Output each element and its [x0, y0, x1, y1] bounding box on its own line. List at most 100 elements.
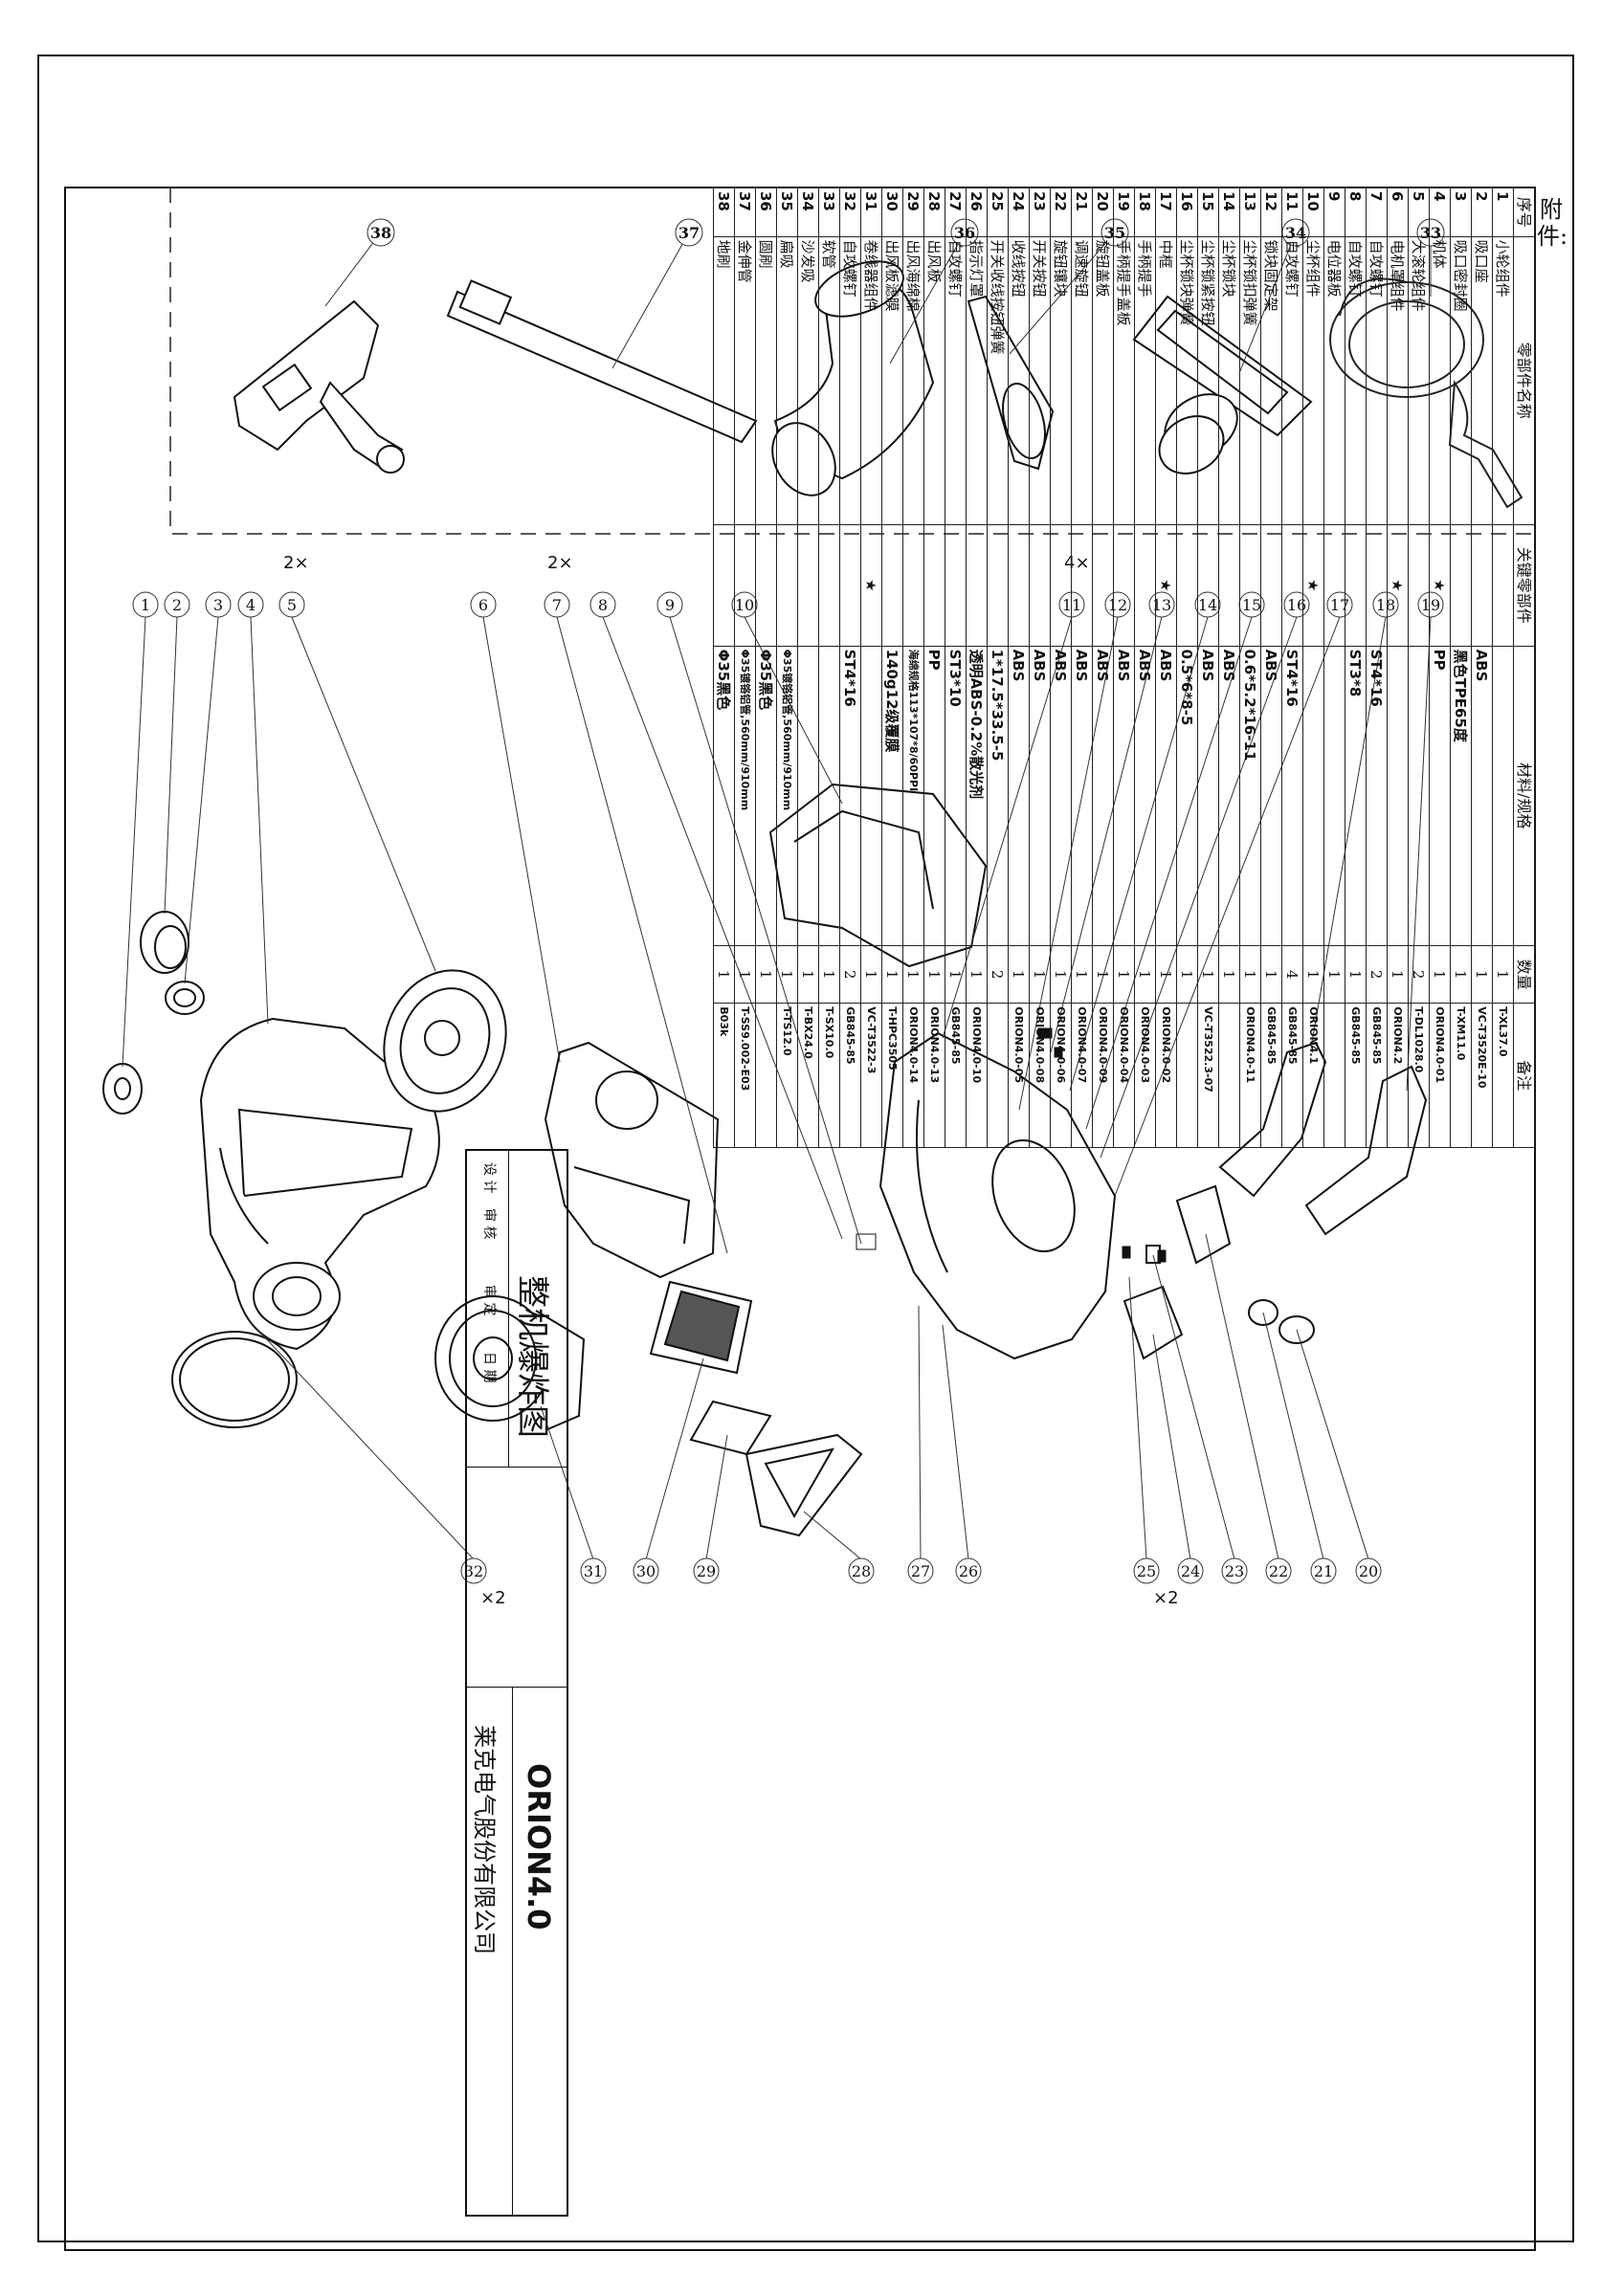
svg-text:3: 3	[213, 596, 223, 614]
bom-cell: 1	[1492, 945, 1514, 1004]
svg-text:4: 4	[246, 596, 256, 614]
bom-cell: 1	[1492, 188, 1514, 237]
leader-lines	[122, 232, 1432, 1560]
bom-cell: 7	[1366, 188, 1388, 237]
bom-cell: 出风板滤膜	[881, 236, 903, 525]
bom-cell	[966, 524, 988, 647]
bom-cell	[797, 524, 819, 647]
bom-header-cell: 关键零部件	[1513, 524, 1535, 647]
callout-7: 7	[544, 591, 570, 618]
bom-cell: 黑色TPE65度	[1450, 646, 1472, 946]
svg-text:34: 34	[1285, 224, 1306, 242]
svg-text:7: 7	[552, 596, 562, 614]
bom-cell	[1492, 646, 1514, 946]
part-6-motor-cover	[544, 1041, 720, 1279]
part-33-hose	[1329, 277, 1523, 509]
callout-15: 15	[1238, 591, 1265, 618]
bom-cell: ST4*16	[1281, 646, 1303, 946]
bom-cell: 1	[818, 945, 840, 1004]
svg-text:30: 30	[636, 1562, 656, 1580]
bom-cell: 13	[1239, 188, 1261, 237]
callout-36: 36	[950, 218, 979, 247]
bom-cell: 2	[1408, 945, 1430, 1004]
bom-cell: 12	[1260, 188, 1282, 237]
svg-text:12: 12	[1108, 596, 1127, 614]
bom-cell: ORION4.2	[1387, 1003, 1409, 1148]
bom-cell: ORION4.0-05	[1008, 1003, 1030, 1148]
bom-cell	[1218, 1003, 1240, 1148]
bom-cell: 1	[1008, 945, 1030, 1004]
multiplier-25: ×2	[1153, 1588, 1179, 1608]
callout-19: 19	[1417, 591, 1444, 618]
bom-cell: 出风板	[923, 236, 945, 525]
multiplier-5: 2×	[283, 553, 309, 573]
part-19-handle-cover	[1304, 1065, 1428, 1236]
bom-cell: T-TS12.0	[776, 1003, 798, 1148]
bom-cell: 软管	[818, 236, 840, 525]
bom-cell: 手柄提手盖板	[1113, 236, 1135, 525]
bom-cell: 自攻螺钉	[1345, 236, 1367, 525]
bom-cell: T-XL37.0	[1492, 1003, 1514, 1148]
callout-8: 8	[589, 591, 616, 618]
bom-cell: 尘杯组件	[1302, 236, 1324, 525]
bom-cell: 自攻螺钉	[945, 236, 967, 525]
bom-cell: ST3*10	[945, 646, 967, 946]
svg-text:21: 21	[1314, 1562, 1333, 1580]
bom-cell: 5	[1408, 188, 1430, 237]
bom-cell: 33	[818, 188, 840, 237]
bom-cell: ORION4.0-11	[1239, 1003, 1261, 1148]
bom-cell: 调速旋钮	[1071, 236, 1093, 525]
bom-cell: ★	[1155, 524, 1177, 647]
part-5-large-wheel	[383, 969, 507, 1113]
bom-cell: 21	[1071, 188, 1093, 237]
bom-cell	[1176, 524, 1198, 647]
bom-cell: 1	[734, 945, 756, 1004]
bom-cell: 1	[1260, 945, 1282, 1004]
callout-34: 34	[1281, 218, 1310, 247]
bom-cell: 透明ABS-0.2%散光剂	[966, 646, 988, 946]
bom-cell	[818, 524, 840, 647]
bom-cell: 1	[1323, 945, 1345, 1004]
bom-cell: GB845-85	[1366, 1003, 1388, 1148]
svg-text:33: 33	[1420, 224, 1441, 242]
inner-border	[64, 187, 1536, 2251]
bom-cell: 28	[923, 188, 945, 237]
bom-cell: 26	[966, 188, 988, 237]
svg-text:5: 5	[287, 596, 297, 614]
bom-cell: ABS	[1029, 646, 1051, 946]
bom-cell: 1	[1029, 945, 1051, 1004]
bom-cell: GB845-85	[1281, 1003, 1303, 1148]
bom-cell: 18	[1134, 188, 1156, 237]
bom-cell: 机体	[1429, 236, 1451, 525]
svg-text:26: 26	[959, 1562, 978, 1580]
bom-cell	[1471, 524, 1493, 647]
part-36-round-brush	[771, 260, 935, 497]
bom-cell: 1	[1092, 945, 1114, 1004]
bom-cell: 30	[881, 188, 903, 237]
bom-cell: 1*17.5*33.5-5	[987, 646, 1009, 946]
bom-cell: 15	[1197, 188, 1219, 237]
svg-text:14: 14	[1198, 596, 1217, 614]
svg-text:25: 25	[1137, 1562, 1156, 1580]
svg-text:13: 13	[1152, 596, 1171, 614]
bom-cell: 1	[1050, 945, 1072, 1004]
bom-cell	[1134, 524, 1156, 647]
callout-14: 14	[1194, 591, 1221, 618]
bom-cell: 1	[860, 945, 882, 1004]
bom-cell	[1113, 524, 1135, 647]
svg-text:17: 17	[1330, 596, 1349, 614]
